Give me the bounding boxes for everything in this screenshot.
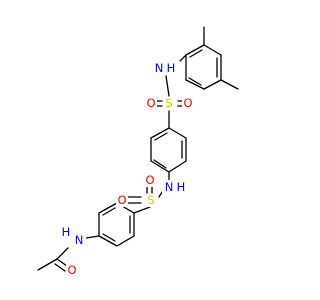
atom-sulfur: S xyxy=(165,96,172,110)
bond xyxy=(154,132,168,141)
bond xyxy=(150,160,170,173)
bond xyxy=(102,233,116,242)
bond xyxy=(185,79,205,90)
bond xyxy=(203,44,222,56)
bond xyxy=(98,202,118,214)
atom-oxygen: O xyxy=(67,263,76,277)
bond xyxy=(150,127,170,139)
atom-oxygen: O xyxy=(146,96,155,110)
atom-nitrogen: N xyxy=(155,61,164,75)
bond-lines xyxy=(37,26,239,272)
bond xyxy=(158,191,163,198)
atom-nitrogen: N xyxy=(165,180,174,194)
molecule-structure-diagram: N H S O O N H S O O H N O xyxy=(37,26,239,277)
bond xyxy=(56,258,68,267)
atom-hydrogen: H xyxy=(167,61,176,75)
bond xyxy=(37,258,58,271)
atom-sulfur: S xyxy=(147,193,154,207)
atom-oxygen: O xyxy=(145,173,154,187)
bond xyxy=(98,235,118,247)
atom-oxygen: O xyxy=(183,96,192,110)
bond xyxy=(116,235,135,247)
atom-hydrogen: H xyxy=(62,225,71,239)
bond xyxy=(102,207,116,216)
bond xyxy=(168,127,187,139)
bond xyxy=(153,159,167,169)
atom-hydrogen: H xyxy=(177,180,186,194)
bond xyxy=(85,235,100,239)
bond xyxy=(54,263,66,272)
bond xyxy=(203,79,222,90)
bond xyxy=(220,79,239,90)
atom-oxygen: O xyxy=(117,193,126,207)
bond xyxy=(133,206,151,214)
bond xyxy=(185,44,205,56)
bond xyxy=(56,247,69,260)
bond xyxy=(188,77,202,86)
bond xyxy=(189,49,203,58)
bond xyxy=(168,160,187,173)
atom-labels: N H S O O N H S O O H N O xyxy=(60,61,194,277)
bond xyxy=(165,75,170,97)
atom-nitrogen: N xyxy=(75,233,84,247)
